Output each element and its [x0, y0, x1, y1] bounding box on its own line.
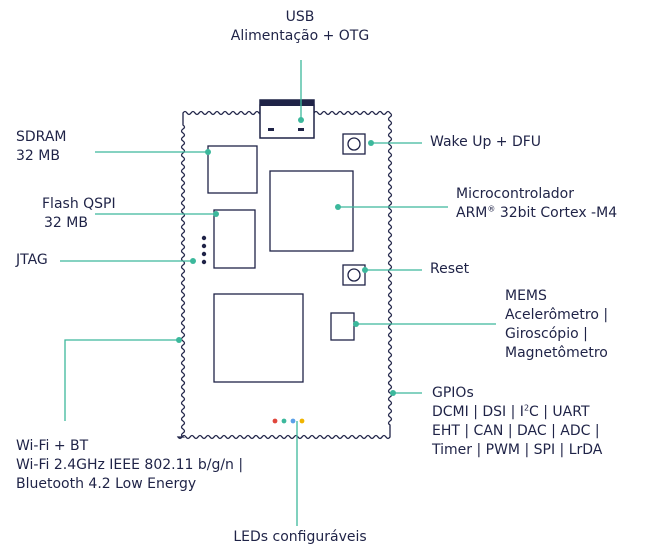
reset-label-line1: Reset — [430, 261, 470, 277]
sdram-label-line2: 32 MB — [16, 148, 60, 164]
callout-dots — [176, 117, 396, 396]
leds-label: LEDs configuráveis — [220, 528, 380, 547]
jtag-label-line1: JTAG — [16, 252, 48, 268]
gpios-label-line4: Timer | PWM | SPI | LrDA — [432, 442, 603, 458]
mcu-label-line2: ARM® 32bit Cortex -M4 — [456, 204, 617, 223]
gpios-label-line1: GPIOs — [432, 385, 474, 401]
gpios-label: GPIOs DCMI | DSI | I2C | UART EHT | CAN … — [432, 384, 602, 460]
reset-button-shape — [342, 264, 366, 286]
mcu-chip — [269, 170, 354, 252]
usb-label-line2: Alimentação + OTG — [230, 28, 370, 44]
mcu-label-line1: Microcontrolador — [456, 186, 574, 202]
flash-label-line2: 32 MB — [44, 215, 88, 231]
usb-label: USB Alimentação + OTG — [200, 8, 400, 46]
mems-label-line3: Giroscópio | — [505, 326, 588, 342]
wifi-label-line3: Bluetooth 4.2 Low Energy — [16, 476, 197, 492]
jtag-label: JTAG — [16, 251, 48, 270]
mems-chip — [330, 312, 355, 341]
flash-label: Flash QSPI 32 MB — [42, 195, 116, 233]
wifi-module — [213, 293, 304, 383]
led-dots — [272, 418, 305, 424]
mcu-arm: ARM — [456, 205, 488, 221]
wakeup-button-shape — [342, 133, 366, 155]
mcu-arch: 32bit Cortex -M4 — [495, 205, 618, 221]
usb-label-line1: USB — [285, 9, 315, 25]
sdram-label: SDRAM 32 MB — [16, 128, 66, 166]
reset-label: Reset — [430, 260, 469, 279]
callout-lines — [60, 60, 496, 526]
wakeup-label-line1: Wake Up + DFU — [430, 134, 542, 150]
usb-connector — [259, 99, 315, 139]
mcu-label: Microcontrolador ARM® 32bit Cortex -M4 — [456, 185, 617, 223]
gpios-line2-sup: 2 — [523, 403, 530, 413]
mems-label: MEMS Acelerômetro | Giroscópio | Magnetô… — [505, 287, 608, 363]
mems-label-line4: Magnetômetro — [505, 345, 608, 361]
wakeup-label: Wake Up + DFU — [430, 133, 541, 152]
gpios-line2-b: C | UART — [529, 404, 590, 420]
board-outline — [176, 104, 393, 440]
flash-chip — [213, 209, 256, 269]
wifi-label-line1: Wi-Fi + BT — [16, 438, 89, 454]
mems-label-line1: MEMS — [505, 288, 547, 304]
gpios-label-line2: DCMI | DSI | I2C | UART — [432, 403, 602, 422]
wifi-label: Wi-Fi + BT Wi-Fi 2.4GHz IEEE 802.11 b/g/… — [16, 437, 243, 494]
sdram-label-line1: SDRAM — [16, 129, 67, 145]
mcu-reg-mark: ® — [487, 204, 496, 214]
leds-label-line1: LEDs configuráveis — [233, 529, 367, 545]
wifi-label-line2: Wi-Fi 2.4GHz IEEE 802.11 b/g/n | — [16, 457, 244, 473]
flash-label-line1: Flash QSPI — [42, 196, 116, 212]
jtag-pins — [201, 235, 207, 265]
gpios-label-line3: EHT | CAN | DAC | ADC | — [432, 423, 600, 439]
mems-label-line2: Acelerômetro | — [505, 307, 609, 323]
sdram-chip — [207, 145, 258, 194]
gpios-line2-a: DCMI | DSI | I — [432, 404, 524, 420]
